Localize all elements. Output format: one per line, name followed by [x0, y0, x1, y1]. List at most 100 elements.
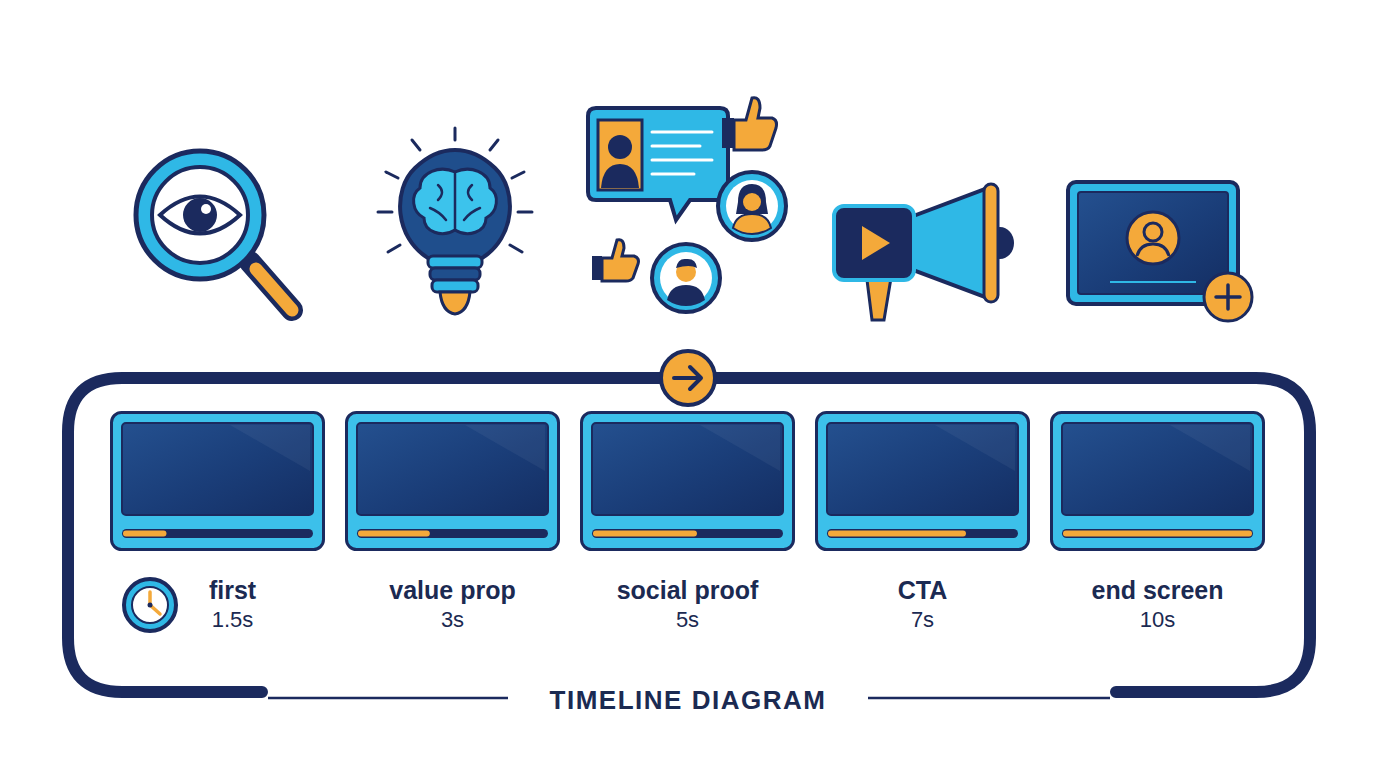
- magnifier-icon-part: [160, 197, 240, 234]
- subscribe-screen-icon-part: [1127, 212, 1179, 264]
- step-time: 5s: [580, 605, 795, 635]
- step-label: social proof5s: [580, 575, 795, 635]
- screen-bezel: [817, 413, 1029, 550]
- flow-arrow-badge-part: [674, 367, 701, 389]
- screen-display: [827, 423, 1018, 515]
- step-name: first: [140, 575, 325, 605]
- user-avatar-part: [736, 184, 768, 214]
- screen-bezel: [347, 413, 559, 550]
- social-proof-icon-part: [608, 135, 632, 159]
- clock-icon-part: [132, 587, 168, 623]
- lightbulb-icon-part: [430, 268, 480, 280]
- step-time: 3s: [345, 605, 560, 635]
- progress-fill: [593, 531, 697, 537]
- progress-track: [1062, 529, 1253, 538]
- screen-bezel: [1052, 413, 1264, 550]
- subscribe-screen-icon-part: [1137, 244, 1169, 256]
- timeline-step: first1.5s: [110, 411, 325, 651]
- timeline-frame-part: [68, 378, 1310, 692]
- screen-frame: [110, 411, 325, 551]
- social-proof-icon-part-part: [652, 131, 712, 134]
- social-proof-icon: [588, 98, 786, 312]
- lightbulb-icon-part-part: [490, 140, 498, 150]
- step-label: first1.5s: [140, 575, 325, 635]
- screen-glare: [700, 425, 780, 471]
- lightbulb-icon-part-part: [454, 128, 457, 140]
- social-proof-icon-part: [601, 164, 639, 188]
- screen-frame: [1050, 411, 1265, 551]
- megaphone-icon-part: [908, 188, 988, 298]
- progress-track: [122, 529, 313, 538]
- social-proof-icon-part-part: [652, 159, 712, 162]
- timeline-step: CTA7s: [815, 411, 1030, 651]
- step-name: value prop: [345, 575, 560, 605]
- lightbulb-icon-part-part: [412, 140, 420, 150]
- megaphone-icon-part: [862, 226, 890, 260]
- lightbulb-icon-part: [400, 150, 510, 258]
- subscribe-screen-icon-part: [1078, 192, 1228, 294]
- lightbulb-icon-part-part: [518, 211, 532, 214]
- step-label: end screen10s: [1050, 575, 1265, 635]
- screen-frame: [345, 411, 560, 551]
- user-avatar-part: [718, 172, 786, 240]
- lightbulb-icon-part-part: [388, 245, 400, 252]
- timeline-step: social proof5s: [580, 411, 795, 651]
- user-avatar-part: [733, 214, 771, 234]
- subscribe-screen-icon-part: [1216, 285, 1240, 309]
- lightbulb-icon: [378, 128, 532, 314]
- subscribe-screen-icon-part: [1144, 223, 1162, 241]
- screen-glare: [1170, 425, 1250, 471]
- thumbs-up-symbol-part: [722, 118, 734, 148]
- lightbulb-icon-part: [440, 292, 470, 314]
- thumbs-up-symbol: [722, 98, 777, 150]
- screen-display: [592, 423, 783, 515]
- lightbulb-icon-part-part: [378, 211, 392, 214]
- user-avatar: [652, 244, 720, 312]
- lightbulb-icon-part: [428, 256, 482, 268]
- user-avatar-part: [652, 244, 720, 312]
- user-avatar-part: [743, 193, 761, 211]
- clock-icon-part: [124, 579, 176, 631]
- progress-track: [592, 529, 783, 538]
- user-avatar-part: [667, 285, 705, 306]
- magnifier-icon-part: [183, 198, 217, 232]
- clock-icon: [124, 579, 176, 631]
- megaphone-icon-part: [984, 184, 998, 302]
- subscribe-screen-icon-part: [1204, 273, 1252, 321]
- step-name: CTA: [815, 575, 1030, 605]
- timeline-frame: [68, 378, 1310, 698]
- social-proof-icon-part-part: [652, 145, 700, 148]
- lightbulb-icon-part-part: [386, 172, 398, 178]
- screen-bezel: [582, 413, 794, 550]
- screen-bezel: [112, 413, 324, 550]
- flow-arrow-badge-part: [661, 351, 715, 405]
- progress-fill: [1063, 531, 1252, 537]
- subscribe-screen-icon: [1068, 182, 1252, 321]
- progress-track: [357, 529, 548, 538]
- progress-fill: [828, 531, 966, 537]
- step-time: 1.5s: [140, 605, 325, 635]
- timeline-frame-part: [868, 697, 1110, 700]
- screen-glare: [935, 425, 1015, 471]
- progress-fill: [358, 531, 430, 537]
- lightbulb-icon-part-part: [510, 245, 522, 252]
- social-proof-icon-part: [588, 108, 728, 220]
- megaphone-icon: [834, 184, 1014, 320]
- screen-display: [122, 423, 313, 515]
- screen-display: [1062, 423, 1253, 515]
- progress-track: [827, 529, 1018, 538]
- screen-glare: [465, 425, 545, 471]
- screen-frame: [815, 411, 1030, 551]
- step-label: CTA7s: [815, 575, 1030, 635]
- lightbulb-icon-part: [414, 169, 497, 233]
- step-time: 10s: [1050, 605, 1265, 635]
- clock-icon-part: [148, 603, 153, 608]
- lightbulb-icon-part: [432, 280, 478, 292]
- magnifier-icon-part: [152, 167, 248, 263]
- megaphone-icon-part: [834, 206, 914, 280]
- magnifier-icon-part: [136, 151, 264, 279]
- step-time: 7s: [815, 605, 1030, 635]
- diagram-title: TIMELINE DIAGRAM: [0, 684, 1376, 716]
- screen-frame: [580, 411, 795, 551]
